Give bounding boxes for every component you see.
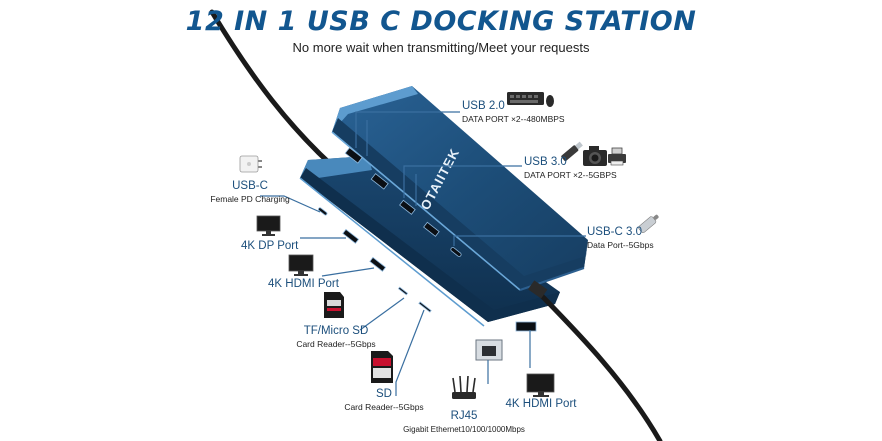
- usbc-drive-icon: [638, 214, 659, 233]
- detail-sd: Card Reader--5Gbps: [344, 402, 424, 412]
- sd-card-icon: [371, 351, 393, 383]
- port-usbc3: [450, 247, 462, 257]
- detail-rj45: Gigabit Ethernet10/100/1000Mbps: [403, 425, 525, 434]
- usb-drive-icon: [561, 141, 583, 162]
- callout-lines-left: [260, 195, 531, 396]
- hub-upper: [331, 86, 588, 291]
- router-icon: [452, 375, 476, 399]
- page-title: 12 IN 1 USB C DOCKING STATION: [185, 6, 697, 37]
- monitor-icon: [288, 254, 314, 276]
- label-tf: TF/Micro SD: [303, 325, 369, 337]
- port-sd: [418, 301, 432, 313]
- callout-lines-right: [355, 111, 586, 246]
- label-hdmi-side: 4K HDMI Port: [268, 278, 339, 290]
- detail-tf: Card Reader--5Gbps: [296, 339, 376, 349]
- upper-hub-ports: [344, 147, 462, 257]
- detail-usb2: DATA PORT ×2--480MBPS: [462, 114, 565, 124]
- camera-icon: [583, 146, 607, 166]
- label-hdmi-front: 4K HDMI Port: [505, 398, 577, 410]
- monitor-icon: [256, 215, 281, 236]
- port-usb2-b: [370, 173, 389, 190]
- front-ports: [475, 321, 537, 361]
- detail-usbc-pd: Female PD Charging: [210, 194, 290, 204]
- detail-usbc3: Data Port--5Gbps: [587, 240, 654, 250]
- hub-lower: [299, 156, 560, 327]
- label-usb3: USB 3.0: [524, 156, 567, 168]
- printer-icon: [608, 147, 626, 166]
- charger-icon: [239, 155, 262, 173]
- usb-c-cable-bottom: [535, 289, 663, 441]
- label-sd: SD: [376, 388, 392, 400]
- port-usb2-a: [344, 147, 363, 164]
- port-hdmi-front: [515, 321, 537, 332]
- port-dp: [342, 228, 360, 244]
- microsd-card-icon: [324, 292, 344, 318]
- port-usbc-pd: [318, 207, 328, 216]
- label-rj45: RJ45: [450, 410, 478, 422]
- port-usb3-a: [399, 199, 416, 215]
- label-usb2: USB 2.0: [462, 100, 505, 112]
- port-hdmi-side: [369, 256, 387, 272]
- keyboard-mouse-icon: [507, 92, 554, 107]
- label-dp: 4K DP Port: [241, 240, 299, 252]
- label-usbc-pd: USB-C: [232, 180, 268, 192]
- lower-hub-ports: [318, 207, 432, 313]
- label-usbc3: USB-C 3.0: [587, 226, 642, 238]
- detail-usb3: DATA PORT ×2--5GBPS: [524, 170, 617, 180]
- port-usb3-b: [423, 221, 440, 237]
- page-subtitle: No more wait when transmitting/Meet your…: [292, 40, 590, 55]
- port-tf: [397, 286, 409, 296]
- monitor-icon: [526, 373, 555, 397]
